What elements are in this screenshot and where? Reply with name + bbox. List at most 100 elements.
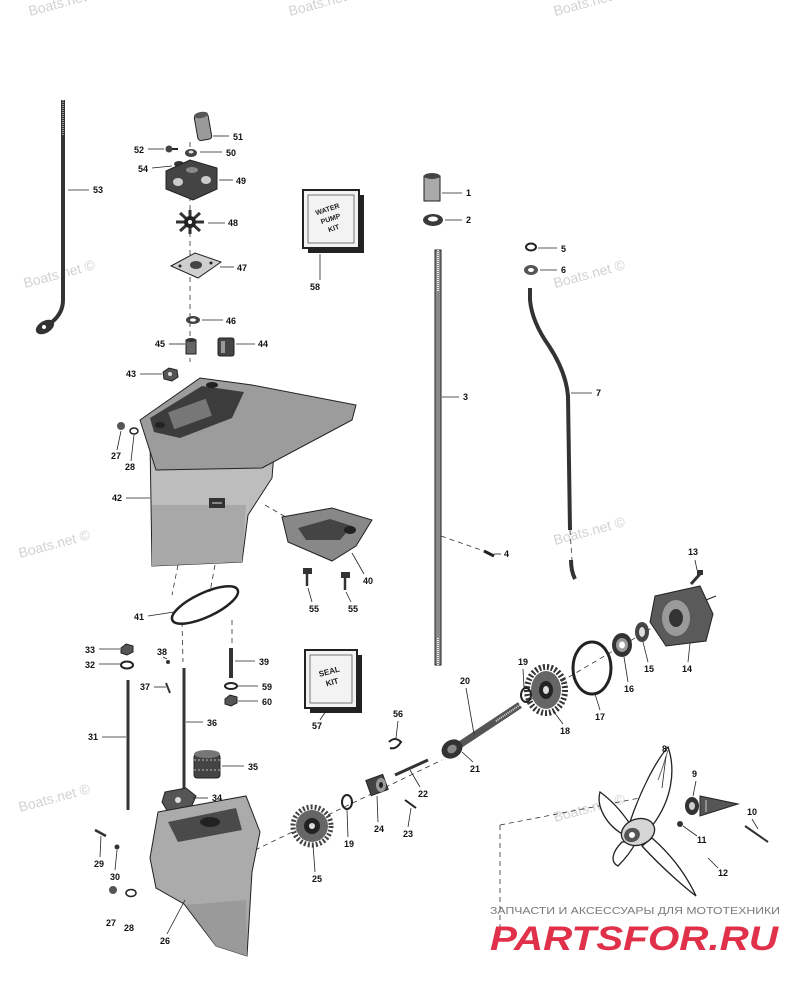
callout-18: 18 <box>560 726 570 736</box>
callout-33: 33 <box>85 645 95 655</box>
callout-42: 42 <box>112 493 122 503</box>
callout-22: 22 <box>418 789 428 799</box>
callout-28-upper: 28 <box>125 462 135 472</box>
callout-28-lower: 28 <box>124 923 134 933</box>
kit-text-kit: KIT <box>325 676 340 688</box>
callout-39: 39 <box>259 657 269 667</box>
callout-58: 58 <box>310 282 320 292</box>
callout-36: 36 <box>207 718 217 728</box>
callout-15: 15 <box>644 664 654 674</box>
part-18-forward-gear <box>524 664 568 716</box>
part-35-pinion-gear <box>193 750 221 779</box>
part-25-reverse-gear <box>290 804 334 848</box>
kit-text-kit: KIT <box>327 224 341 234</box>
callout-52: 52 <box>134 145 144 155</box>
callout-46: 46 <box>226 316 236 326</box>
callout-43: 43 <box>126 369 136 379</box>
part-19-washer-lower <box>341 794 353 810</box>
part-53-shift-rod <box>35 100 65 335</box>
part-7-shift-shaft <box>528 288 577 580</box>
watermark: Boats.net <box>287 0 348 19</box>
callout-34: 34 <box>212 793 222 803</box>
part-51-pump-tube <box>193 111 213 142</box>
part-50-grommet <box>185 149 197 157</box>
callout-40: 40 <box>363 576 373 586</box>
callout-49: 49 <box>236 176 246 186</box>
part-57-seal-kit-box: SEAL KIT <box>304 649 362 713</box>
part-45-dowel <box>185 338 197 355</box>
partsfor-logo: PARTSFOR.RU <box>490 920 780 958</box>
callout-8: 8 <box>662 744 667 754</box>
part-16-bearing <box>612 633 632 657</box>
callout-14: 14 <box>682 664 692 674</box>
part-26-gearcase <box>149 795 261 957</box>
part-6-washer <box>524 265 538 275</box>
callout-3: 3 <box>463 392 468 402</box>
callout-20: 20 <box>460 676 470 686</box>
callout-35: 35 <box>248 762 258 772</box>
callout-51: 51 <box>233 132 243 142</box>
callout-4: 4 <box>504 549 509 559</box>
callout-11: 11 <box>697 835 707 845</box>
part-27-28-washers-upper <box>117 422 139 435</box>
callout-54: 54 <box>138 164 148 174</box>
callout-1: 1 <box>466 188 471 198</box>
part-5-ring <box>525 242 537 252</box>
part-33-nut <box>120 643 134 656</box>
part-48-impeller <box>176 210 204 234</box>
watermark: Boats.net <box>27 0 88 19</box>
callout-30: 30 <box>110 872 120 882</box>
part-15-seal <box>635 622 649 642</box>
callout-32: 32 <box>85 660 95 670</box>
callout-6: 6 <box>561 265 566 275</box>
part-55-screw <box>341 572 350 590</box>
watermark: Boats.net © <box>17 780 93 815</box>
callout-57: 57 <box>312 721 322 731</box>
callout-19-upper: 19 <box>518 657 528 667</box>
part-27-28-washers-lower <box>109 886 137 898</box>
footer-branding: ЗАПЧАСТИ И АКСЕССУАРЫ ДЛЯ МОТОТЕХНИКИ PA… <box>490 906 780 958</box>
callout-labels: 51 52 50 54 49 53 48 58 47 46 45 44 43 2… <box>85 132 757 946</box>
callout-16: 16 <box>624 684 634 694</box>
part-22-cross-pin <box>394 758 429 777</box>
callout-50: 50 <box>226 148 236 158</box>
callout-19-lower: 19 <box>344 839 354 849</box>
part-32-washer <box>120 660 134 670</box>
part-58-water-pump-kit-box: WATER PUMP KIT <box>302 189 364 253</box>
callout-5: 5 <box>561 244 566 254</box>
part-49-pump-housing <box>165 159 218 201</box>
callout-27-lower: 27 <box>106 918 116 928</box>
callout-44: 44 <box>258 339 268 349</box>
part-8-propeller <box>598 745 697 897</box>
part-34-bracket <box>161 787 197 813</box>
callout-47: 47 <box>237 263 247 273</box>
part-11-spacer <box>677 821 683 827</box>
part-24-clutch <box>365 773 389 797</box>
part-42-driveshaft-housing <box>139 377 357 567</box>
part-47-pump-plate <box>169 252 223 279</box>
part-29-screw <box>94 828 107 838</box>
part-52-screw <box>165 145 178 153</box>
callout-7: 7 <box>596 388 601 398</box>
part-37-pin <box>165 682 171 694</box>
callout-37: 37 <box>140 682 150 692</box>
part-10-cotter-pin <box>744 825 769 843</box>
callout-13: 13 <box>688 547 698 557</box>
callout-31: 31 <box>88 732 98 742</box>
callout-17: 17 <box>595 712 605 722</box>
part-41-gasket <box>170 585 240 625</box>
callout-27-upper: 27 <box>111 451 121 461</box>
callout-21: 21 <box>470 764 480 774</box>
part-43-nut <box>162 367 179 382</box>
callout-26: 26 <box>160 936 170 946</box>
watermark: Boats.net © <box>17 526 93 561</box>
callout-60: 60 <box>262 697 272 707</box>
callout-24: 24 <box>374 824 384 834</box>
part-1-bushing <box>423 173 441 202</box>
callout-41: 41 <box>134 612 144 622</box>
callout-10: 10 <box>747 807 757 817</box>
callout-2: 2 <box>466 215 471 225</box>
callout-12: 12 <box>718 868 728 878</box>
